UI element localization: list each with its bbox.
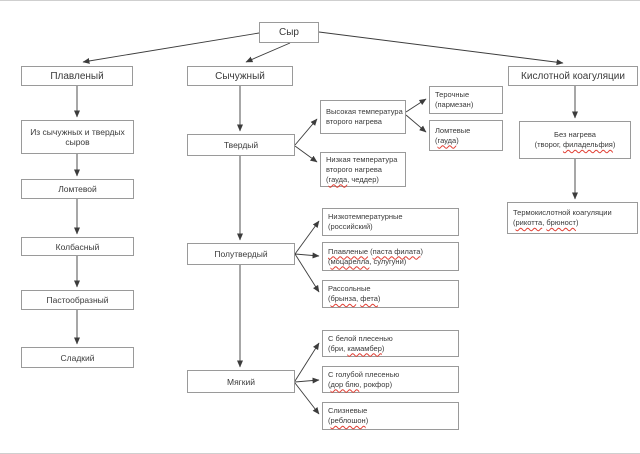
arrow-myagkij-sliznevye (294, 382, 320, 415)
arrow-myagkij-golubaya (294, 377, 320, 384)
node-white-mold: С белой плесенью(бри, камамбер) (322, 330, 459, 357)
node-thermo-acid-coagulation: Термокислотной коагуляции(рикотта, брюно… (507, 202, 638, 234)
node-sausage: Колбасный (21, 237, 134, 256)
node-semi-hard: Полутвердый (187, 243, 295, 265)
node-sweet: Сладкий (21, 347, 134, 368)
node-low-temperature-rossijskij: Низкотемпературные(российский) (322, 208, 459, 236)
node-pasta-filata: Плавленые (паста филата)(моцарелла, сулу… (322, 242, 459, 271)
arrow-polutverdyj-rassolnye (294, 253, 320, 293)
node-cheese-root: Сыр (259, 22, 319, 43)
node-processed: Плавленый (21, 66, 133, 86)
node-acid-coagulation: Кислотной коагуляции (508, 66, 638, 86)
node-blue-mold: С голубой плесенью(дор блю, рокфор) (322, 366, 459, 393)
node-brined: Рассольные(брынза, фета) (322, 280, 459, 308)
arrow-myagkij-belaya (294, 342, 320, 382)
node-hard: Твердый (187, 134, 295, 156)
node-rennet: Сычужный (187, 66, 293, 86)
node-paste-like: Пастообразный (21, 290, 134, 310)
node-sliced: Ломтевой (21, 179, 134, 199)
arrow-syr-sychuzhnyj (245, 42, 291, 63)
arrow-polutverdyj-nizkotemp (294, 220, 320, 255)
arrow-vysokaya-terochnye (405, 98, 427, 113)
arrow-syr-kislotnoj (318, 31, 564, 66)
node-smear-ripened: Слизневые(реблошон) (322, 402, 459, 430)
arrow-tverdyj-vysokaya (294, 118, 318, 146)
node-grating-parmesan: Терочные(пармезан) (429, 86, 503, 114)
arrow-syr-plavlenyj (82, 32, 260, 64)
arrow-polutverdyj-plavlenye (294, 252, 320, 259)
arrow-vysokaya-lomtevye (405, 114, 427, 133)
arrow-tverdyj-nizkaya (294, 145, 318, 163)
node-sliced-gouda: Ломтевые(гауда) (429, 120, 503, 151)
node-no-heating: Без нагрева(творог, филадельфия) (519, 121, 631, 159)
node-soft: Мягкий (187, 370, 295, 393)
